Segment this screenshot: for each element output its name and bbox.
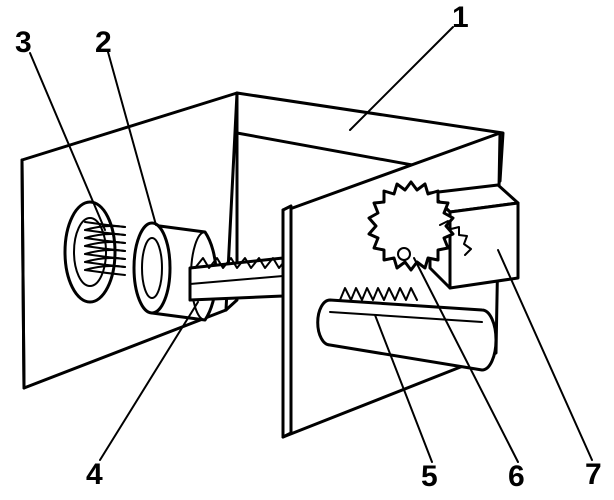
callout-1: 1 xyxy=(452,1,469,34)
leader-2 xyxy=(107,51,157,226)
callout-labels: 1 2 3 4 5 6 7 xyxy=(15,1,602,493)
leader-lines xyxy=(29,26,593,463)
callout-6: 6 xyxy=(508,460,525,493)
callout-3: 3 xyxy=(15,26,32,59)
motor-box xyxy=(428,183,520,290)
callout-7: 7 xyxy=(585,458,602,491)
callout-4: 4 xyxy=(86,458,103,491)
leader-5 xyxy=(374,314,433,463)
callout-5: 5 xyxy=(421,460,438,493)
leader-3 xyxy=(29,52,106,231)
leader-7 xyxy=(497,249,593,461)
callout-2: 2 xyxy=(95,26,112,59)
lower-rack xyxy=(316,287,498,372)
leader-1 xyxy=(349,26,454,131)
leader-4 xyxy=(99,301,199,461)
spring xyxy=(63,200,126,304)
leader-6 xyxy=(413,257,519,463)
